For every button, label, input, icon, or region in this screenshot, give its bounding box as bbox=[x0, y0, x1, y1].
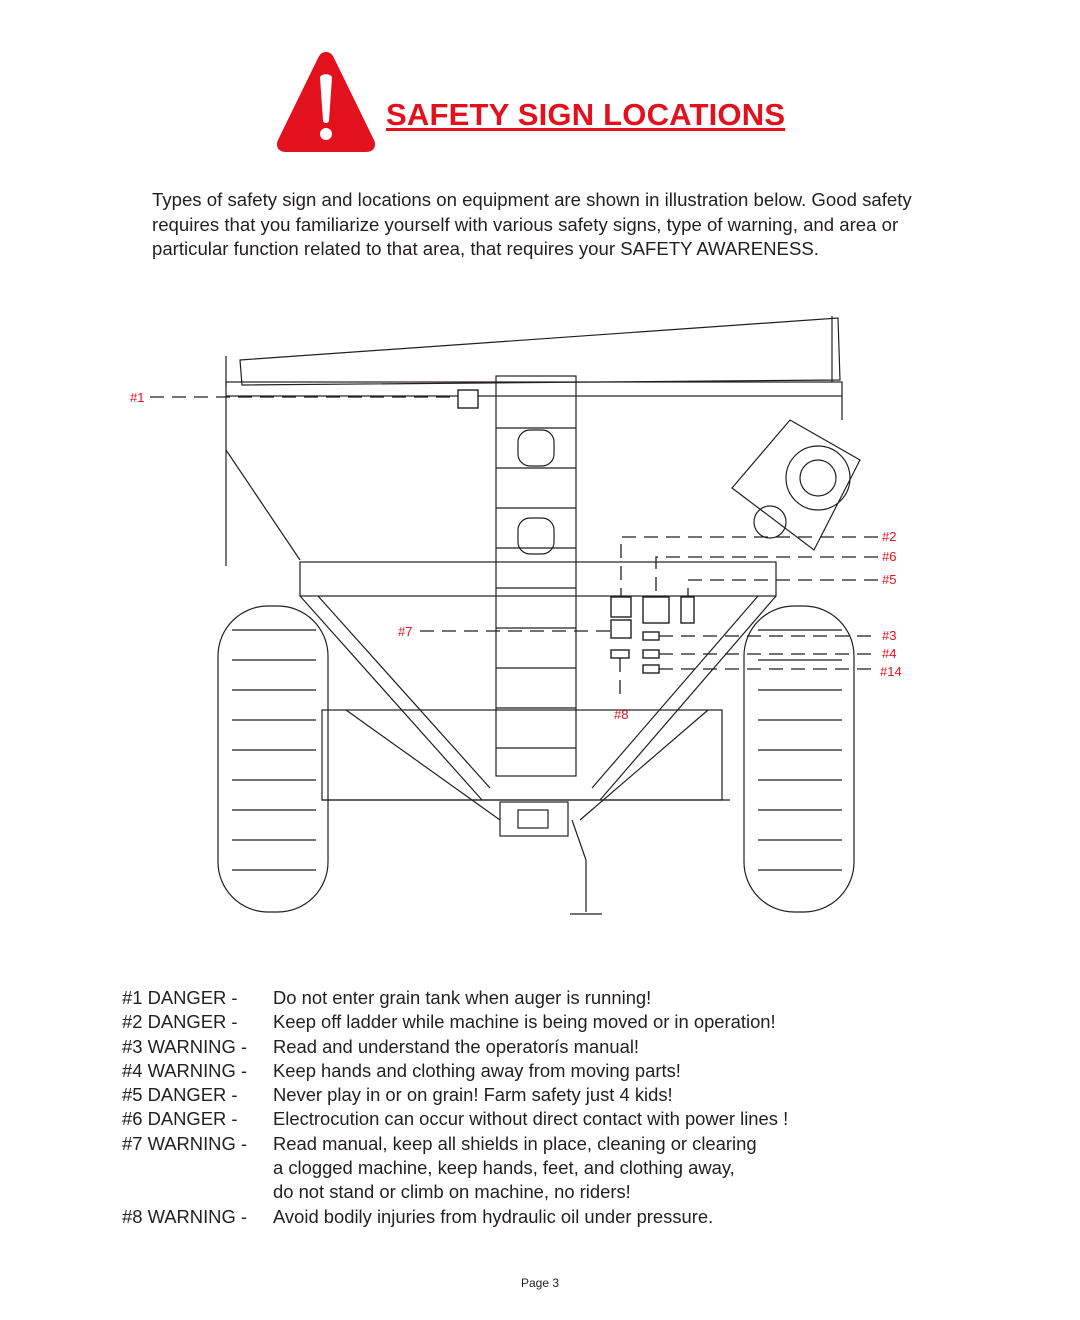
callout-5: #5 bbox=[882, 572, 896, 587]
callout-1: #1 bbox=[130, 390, 144, 405]
legend-code: #8 WARNING - bbox=[122, 1205, 247, 1227]
legend-continuation: do not stand or climb on machine, no rid… bbox=[273, 1181, 631, 1203]
legend-desc: Keep off ladder while machine is being m… bbox=[273, 1011, 776, 1033]
callout-3: #3 bbox=[882, 628, 896, 643]
legend-desc: Do not enter grain tank when auger is ru… bbox=[273, 987, 652, 1008]
callout-6: #6 bbox=[882, 549, 896, 564]
legend-row: #7 WARNING - Read manual, keep all shiel… bbox=[122, 1132, 882, 1156]
legend-code: #5 DANGER - bbox=[122, 1084, 238, 1106]
intro-paragraph: Types of safety sign and locations on eq… bbox=[152, 189, 912, 259]
grain-cart-illustration: #1 #2 #6 #5 #7 #3 #4 #14 #8 bbox=[130, 316, 902, 915]
page-number: Page 3 bbox=[520, 1276, 560, 1290]
callout-4: #4 bbox=[882, 646, 896, 661]
page-header: SAFETY SIGN LOCATIONS bbox=[274, 48, 794, 158]
legend-continuation: a clogged machine, keep hands, feet, and… bbox=[273, 1157, 735, 1179]
legend-desc: Avoid bodily injuries from hydraulic oil… bbox=[273, 1205, 714, 1227]
legend-code: #1 DANGER - bbox=[122, 987, 238, 1008]
legend-desc: Keep hands and clothing away from moving… bbox=[273, 1059, 681, 1081]
legend-desc: Never play in or on grain! Farm safety j… bbox=[273, 1084, 673, 1106]
warning-triangle-icon bbox=[276, 52, 376, 152]
legend-code: #2 DANGER - bbox=[122, 1011, 238, 1033]
legend-row: #1 DANGER - Do not enter grain tank when… bbox=[122, 986, 882, 1010]
callout-7: #7 bbox=[398, 624, 412, 639]
legend-code: #7 WARNING - bbox=[122, 1132, 247, 1154]
legend-row: #4 WARNING - Keep hands and clothing awa… bbox=[122, 1059, 882, 1083]
legend-code: #6 DANGER - bbox=[122, 1108, 238, 1130]
legend-row: #3 WARNING - Read and understand the ope… bbox=[122, 1035, 882, 1059]
callout-14: #14 bbox=[880, 664, 902, 679]
legend-row: #5 DANGER - Never play in or on grain! F… bbox=[122, 1083, 882, 1107]
legend-row: #6 DANGER - Electrocution can occur with… bbox=[122, 1107, 882, 1131]
legend-code: #3 WARNING - bbox=[122, 1035, 247, 1057]
callout-2: #2 bbox=[882, 529, 896, 544]
legend-desc: Read and understand the operatorís manua… bbox=[273, 1035, 640, 1057]
legend-desc: Read manual, keep all shields in place, … bbox=[273, 1132, 757, 1154]
callout-8: #8 bbox=[614, 707, 628, 722]
legend-row: #2 DANGER - Keep off ladder while machin… bbox=[122, 1010, 882, 1034]
safety-sign-legend: #1 DANGER - Do not enter grain tank when… bbox=[122, 986, 882, 1229]
page-title: SAFETY SIGN LOCATIONS bbox=[386, 97, 786, 132]
legend-row: #8 WARNING - Avoid bodily injuries from … bbox=[122, 1205, 882, 1229]
legend-desc: Electrocution can occur without direct c… bbox=[273, 1108, 789, 1130]
legend-code: #4 WARNING - bbox=[122, 1059, 247, 1081]
